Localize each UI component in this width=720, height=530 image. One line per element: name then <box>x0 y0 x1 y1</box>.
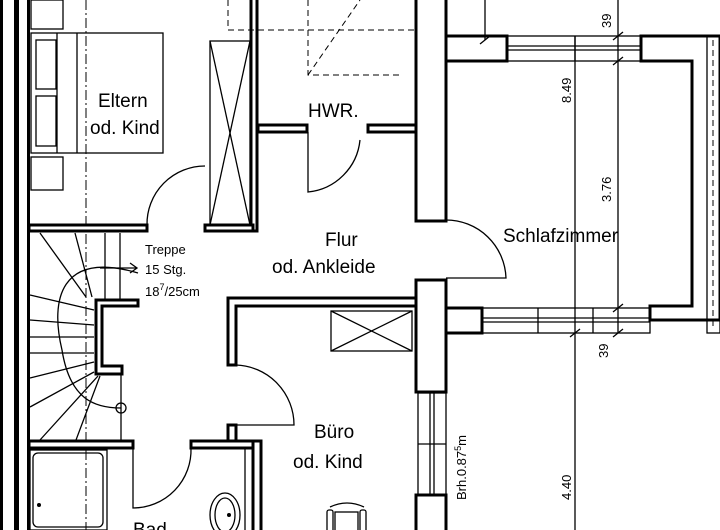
cabinet <box>330 310 413 352</box>
shower-tray <box>29 449 108 530</box>
exterior-wall-left <box>0 0 30 530</box>
washbasin <box>209 492 241 530</box>
door-hwr <box>307 132 361 193</box>
nightstand <box>30 156 64 191</box>
room-label-buero: Büro <box>314 422 354 443</box>
door-schlafzimmer <box>445 219 507 279</box>
room-label-bad: Bad <box>133 520 167 530</box>
nightstand <box>30 0 64 30</box>
interior-walls <box>27 0 448 530</box>
wardrobe <box>209 40 251 226</box>
stair-rise: 187/25cm <box>145 282 200 299</box>
room-label-flur-sub: od. Ankleide <box>272 257 376 278</box>
door-bad <box>132 447 192 509</box>
dimension-top-reveal: 39 <box>599 14 614 28</box>
stair-label: Treppe <box>145 242 186 257</box>
staircase <box>29 232 139 441</box>
door-eltern <box>146 165 206 226</box>
dimension-bottom-reveal: 39 <box>596 344 611 358</box>
window-schlafzimmer-bottom <box>481 307 651 334</box>
window-schlafzimmer-top <box>506 35 642 62</box>
dimension-room-depth: 3.76 <box>599 177 614 202</box>
dashed-outline <box>227 0 416 31</box>
room-label-flur: Flur <box>325 230 358 251</box>
stair-steps: 15 Stg. <box>145 262 186 277</box>
room-label-eltern-sub: od. Kind <box>90 118 160 139</box>
double-bed <box>30 32 164 154</box>
sill-height-label: Brh.0.875m <box>453 435 469 500</box>
dimension-overall: 8.49 <box>559 78 574 103</box>
dimension-lines <box>479 0 624 530</box>
schlafzimmer-walls <box>444 34 720 335</box>
door-buero <box>235 364 295 426</box>
room-label-schlafzimmer: Schlafzimmer <box>503 226 619 247</box>
room-label-hwr: HWR. <box>308 101 359 122</box>
office-chair <box>326 502 367 530</box>
room-label-eltern: Eltern <box>98 91 148 112</box>
dashed-opening <box>307 0 400 76</box>
dimension-lower: 4.40 <box>559 475 574 500</box>
window-buero <box>417 392 447 496</box>
room-label-buero-sub: od. Kind <box>293 452 363 473</box>
